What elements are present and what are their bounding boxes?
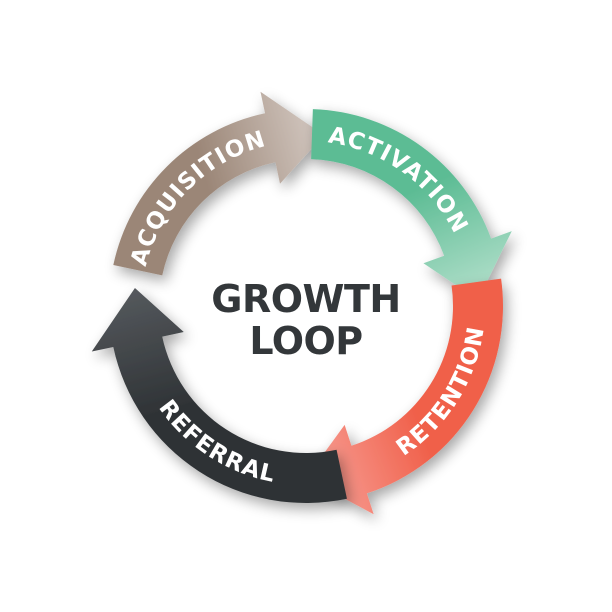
segment-activation: ACTIVATION [311,109,512,300]
title-line-growth: GROWTH [211,277,401,321]
center-title: GROWTH LOOP [156,278,456,362]
segment-acquisition: ACQUISITION [113,91,324,276]
activation-arrow-icon [311,109,512,300]
referral-arrow-icon [91,288,347,503]
title-line-loop: LOOP [249,319,363,363]
retention-arrow-icon [306,278,503,515]
acquisition-arrow-icon [113,91,324,276]
